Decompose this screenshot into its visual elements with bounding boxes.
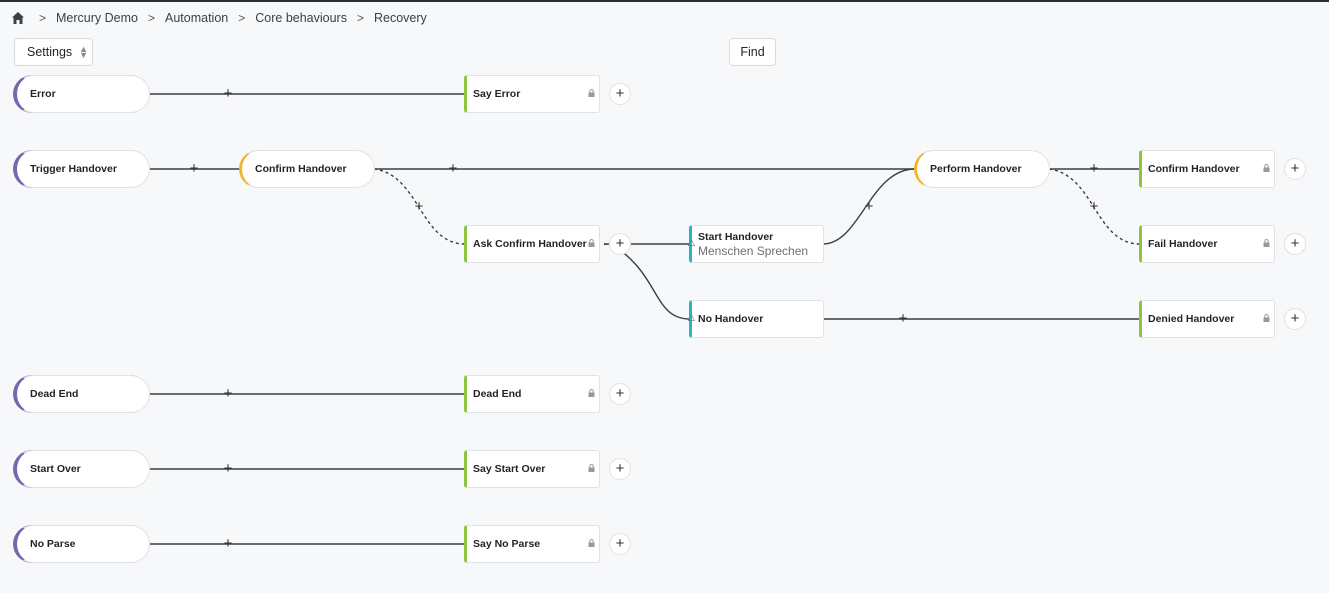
plus-icon[interactable]: + <box>448 160 458 177</box>
action-node-confirm-handover[interactable]: Confirm Handover <box>1139 150 1275 188</box>
trigger-node-trigger-handover[interactable]: Trigger Handover <box>14 150 150 188</box>
find-button[interactable]: Find <box>729 38 776 66</box>
trigger-node-no-parse[interactable]: No Parse <box>14 525 150 563</box>
node-label: Confirm Handover <box>255 163 347 175</box>
node-label: Start Handover <box>698 230 774 243</box>
action-node-dead-end[interactable]: Dead End <box>464 375 600 413</box>
home-icon[interactable] <box>11 11 25 25</box>
trigger-node-start-over[interactable]: Start Over <box>14 450 150 488</box>
add-step-button[interactable]: + <box>609 383 631 405</box>
action-node-denied-handover[interactable]: Denied Handover <box>1139 300 1275 338</box>
settings-label: Settings <box>27 45 73 59</box>
settings-select[interactable]: Settings ▲▼ <box>14 38 93 66</box>
node-label: Error <box>30 88 56 100</box>
lock-icon <box>588 89 595 97</box>
node-label: Say No Parse <box>473 538 541 550</box>
add-step-button[interactable]: + <box>1284 158 1306 180</box>
chevron-updown-icon: ▲▼ <box>79 44 89 60</box>
breadcrumb: > Mercury Demo > Automation > Core behav… <box>11 9 427 27</box>
lock-icon <box>1263 239 1270 247</box>
action-node-ask-confirm-handover[interactable]: Ask Confirm Handover <box>464 225 600 263</box>
node-label: Say Error <box>473 88 521 100</box>
lock-icon <box>588 464 595 472</box>
lock-icon <box>588 539 595 547</box>
node-label: Dead End <box>473 388 522 400</box>
add-step-button[interactable]: + <box>1284 233 1306 255</box>
node-label: Ask Confirm Handover <box>473 238 587 250</box>
warning-icon: △ <box>688 237 695 247</box>
plus-icon[interactable]: + <box>223 385 233 402</box>
trigger-node-error[interactable]: Error <box>14 75 150 113</box>
node-label: Dead End <box>30 388 79 400</box>
add-step-button[interactable]: + <box>609 233 631 255</box>
plus-icon[interactable]: + <box>864 198 874 215</box>
node-label: No Handover <box>698 313 764 325</box>
confirm-node-confirm-handover[interactable]: Confirm Handover <box>239 150 375 188</box>
chevron-right-icon: > <box>356 11 364 25</box>
action-node-say-start-over[interactable]: Say Start Over <box>464 450 600 488</box>
chevron-right-icon: > <box>147 11 155 25</box>
breadcrumb-item-current: Recovery <box>373 11 427 25</box>
confirm-node-perform-handover[interactable]: Perform Handover <box>914 150 1050 188</box>
node-label: Perform Handover <box>930 163 1022 175</box>
add-step-button[interactable]: + <box>1284 308 1306 330</box>
lock-icon <box>1263 164 1270 172</box>
intent-node-start-handover[interactable]: △ Start Handover Menschen Sprechen <box>688 225 824 263</box>
node-label: Fail Handover <box>1148 238 1218 250</box>
lock-icon <box>1263 314 1270 322</box>
add-step-button[interactable]: + <box>609 83 631 105</box>
action-node-fail-handover[interactable]: Fail Handover <box>1139 225 1275 263</box>
add-step-button[interactable]: + <box>609 533 631 555</box>
node-label: Say Start Over <box>473 463 546 475</box>
plus-icon[interactable]: + <box>189 160 199 177</box>
plus-icon[interactable]: + <box>223 85 233 102</box>
plus-icon[interactable]: + <box>223 460 233 477</box>
intent-node-no-handover[interactable]: △ No Handover <box>688 300 824 338</box>
plus-icon[interactable]: + <box>223 535 233 552</box>
node-label: No Parse <box>30 538 76 550</box>
node-sublabel: Menschen Sprechen <box>698 243 809 258</box>
top-border <box>0 0 1329 2</box>
plus-icon[interactable]: + <box>898 310 908 327</box>
node-label: Start Over <box>30 463 81 475</box>
lock-icon <box>588 239 595 247</box>
add-step-button[interactable]: + <box>609 458 631 480</box>
lock-icon <box>588 389 595 397</box>
plus-icon[interactable]: + <box>1089 198 1099 215</box>
warning-icon: △ <box>688 312 695 322</box>
trigger-node-dead-end[interactable]: Dead End <box>14 375 150 413</box>
breadcrumb-item[interactable]: Automation <box>165 11 229 25</box>
breadcrumb-item[interactable]: Core behaviours <box>255 11 347 25</box>
chevron-right-icon: > <box>238 11 246 25</box>
plus-icon[interactable]: + <box>1089 160 1099 177</box>
breadcrumb-item[interactable]: Mercury Demo <box>56 11 138 25</box>
node-label: Denied Handover <box>1148 313 1235 325</box>
chevron-right-icon: > <box>39 11 47 25</box>
action-node-say-no-parse[interactable]: Say No Parse <box>464 525 600 563</box>
action-node-say-error[interactable]: Say Error <box>464 75 600 113</box>
plus-icon[interactable]: + <box>414 198 424 215</box>
node-label: Trigger Handover <box>30 163 117 175</box>
node-label: Confirm Handover <box>1148 163 1240 175</box>
